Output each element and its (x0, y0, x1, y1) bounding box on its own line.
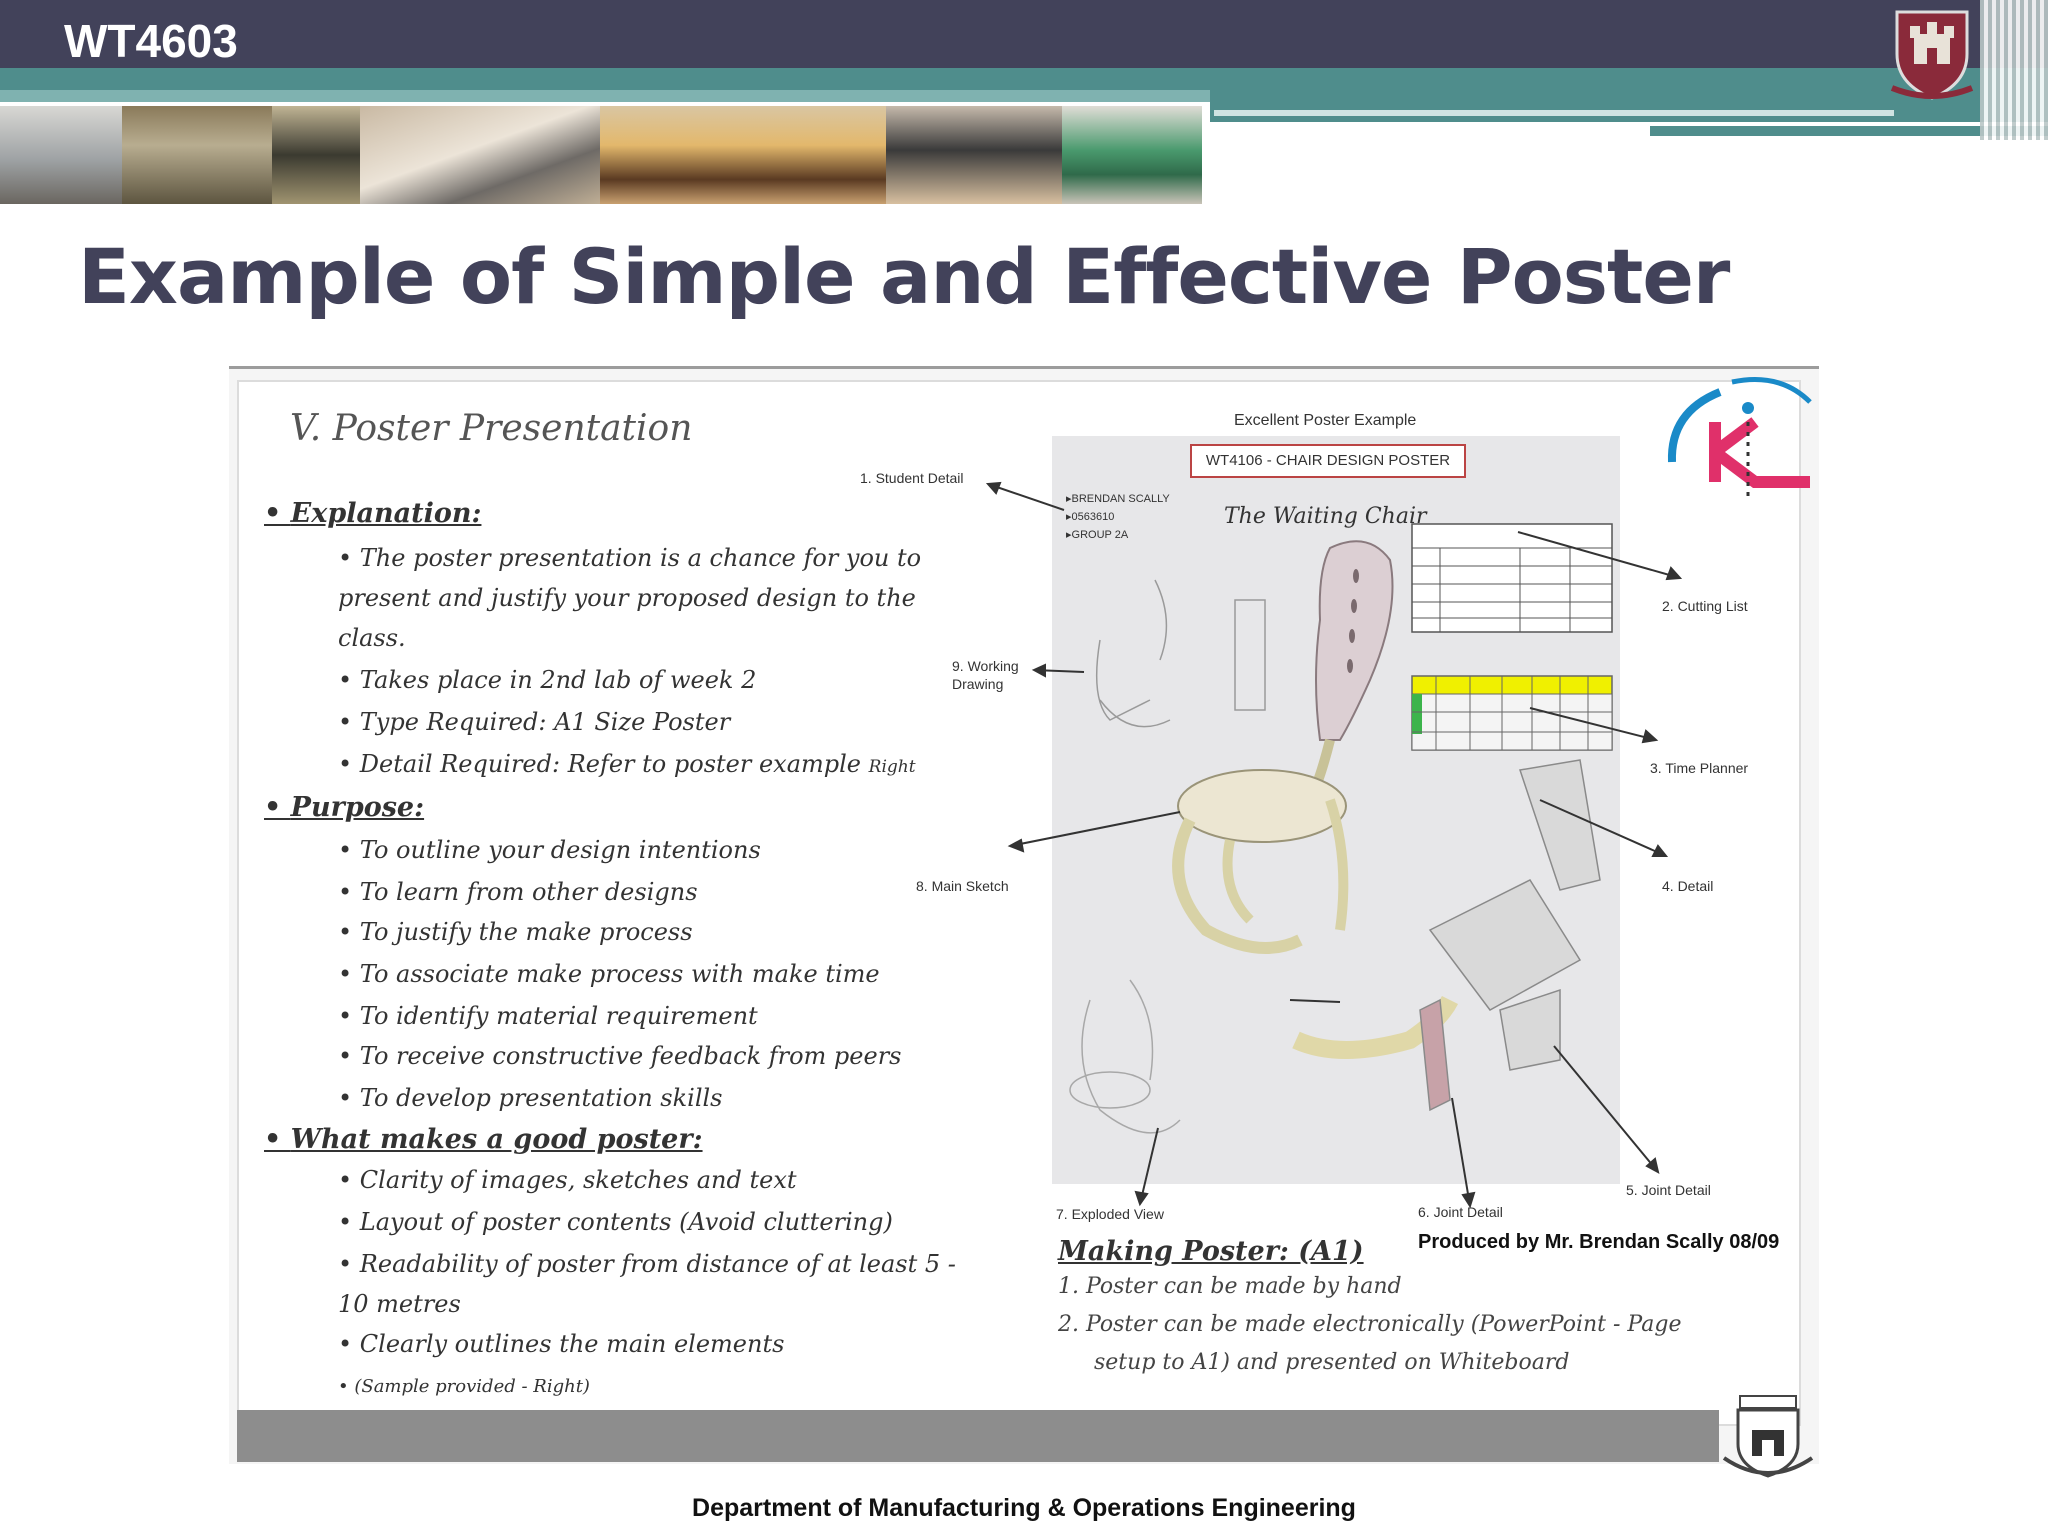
chair-title: The Waiting Chair (1224, 504, 1427, 529)
cutting-list-table (1411, 523, 1613, 633)
photo-table-saw (600, 106, 886, 204)
label-detail: 4. Detail (1662, 878, 1714, 894)
good-poster-item: • Clarity of images, sketches and text (338, 1166, 797, 1194)
header-stripe-highlight (1214, 110, 1894, 116)
making-item: setup to A1) and presented on Whiteboard (1094, 1350, 1570, 1375)
label-student-detail: 1. Student Detail (860, 470, 964, 486)
header-stripe-lower (1650, 126, 2048, 136)
explanation-heading: • Explanation: (264, 498, 482, 529)
explanation-item: • Detail Required: Refer to poster examp… (338, 750, 916, 778)
kl-logo-icon (1667, 377, 1812, 497)
time-planner-table (1411, 675, 1613, 751)
main-chair-sketch (1172, 540, 1459, 1059)
photo-planer (360, 106, 600, 204)
photo-drill-press (122, 106, 272, 204)
explanation-item: • The poster presentation is a chance fo… (338, 544, 922, 572)
label-exploded-view: 7. Exploded View (1056, 1206, 1164, 1222)
good-poster-heading: • What makes a good poster: (264, 1124, 703, 1155)
explanation-item: present and justify your proposed design… (338, 584, 916, 612)
good-poster-item: • Layout of poster contents (Avoid clutt… (338, 1208, 893, 1236)
making-poster-heading: Making Poster: (A1) (1058, 1236, 1364, 1267)
label-working-drawing: 9. Working (952, 658, 1019, 674)
workshop-photo-banner (0, 106, 1202, 204)
good-poster-item: • Readability of poster from distance of… (338, 1250, 956, 1278)
label-working-drawing: Drawing (952, 676, 1004, 692)
explanation-item: class. (338, 624, 406, 652)
produced-by: Produced by Mr. Brendan Scally 08/09 (1418, 1231, 1780, 1253)
exploded-view-sketch (1069, 979, 1181, 1134)
purpose-item: • To receive constructive feedback from … (338, 1042, 902, 1070)
explanation-item: • Takes place in 2nd lab of week 2 (338, 666, 757, 694)
embedded-slide-footer-bar (237, 1410, 1719, 1462)
label-time-planner: 3. Time Planner (1650, 760, 1749, 776)
university-crest-icon (1890, 10, 1974, 100)
good-poster-item: • (Sample provided - Right) (338, 1376, 590, 1397)
good-poster-item: 10 metres (338, 1290, 461, 1318)
purpose-item: • To associate make process with make ti… (338, 960, 880, 988)
photo-sander (886, 106, 1062, 204)
header-stripe-light (0, 90, 1210, 102)
course-code: WT4603 (64, 15, 238, 67)
detail-sketch (1419, 759, 1601, 1112)
frame-top-rule (229, 366, 1819, 369)
purpose-heading: • Purpose: (264, 792, 425, 823)
good-poster-item: • Clearly outlines the main elements (338, 1330, 785, 1358)
annotation-arrows (985, 481, 1683, 1209)
purpose-item: • To develop presentation skills (338, 1084, 723, 1112)
poster-example-caption: Excellent Poster Example (1234, 412, 1417, 429)
slide-title: Example of Simple and Effective Poster (78, 232, 1730, 321)
label-joint-detail: 6. Joint Detail (1418, 1204, 1503, 1220)
decorative-stripes (1980, 0, 2048, 140)
header-stripe (0, 68, 2048, 90)
purpose-item: • To outline your design intentions (338, 836, 761, 864)
explanation-item: • Type Required: A1 Size Poster (338, 708, 731, 736)
header-bar (0, 0, 2048, 68)
student-detail-line: ▸BRENDAN SCALLY (1066, 493, 1170, 505)
purpose-item: • To learn from other designs (338, 878, 698, 906)
purpose-item: • To identify material requirement (338, 1002, 758, 1030)
photo-mortiser (272, 106, 360, 204)
photo-bandsaw (0, 106, 122, 204)
making-item: 2. Poster can be made electronically (Po… (1058, 1312, 1682, 1337)
photo-router (1062, 106, 1202, 204)
working-drawing-sketch (1095, 579, 1266, 728)
making-item: 1. Poster can be made by hand (1058, 1274, 1402, 1299)
label-cutting-list: 2. Cutting List (1662, 598, 1748, 614)
department-footer: Department of Manufacturing & Operations… (692, 1494, 1356, 1522)
label-joint-detail: 5. Joint Detail (1626, 1182, 1711, 1198)
poster-title-box: WT4106 - CHAIR DESIGN POSTER (1190, 444, 1466, 478)
label-main-sketch: 8. Main Sketch (916, 878, 1009, 894)
poster-presentation-heading: V. Poster Presentation (290, 408, 693, 449)
university-crest-small-icon (1722, 1395, 1814, 1478)
purpose-item: • To justify the make process (338, 918, 693, 946)
student-detail-line: ▸0563610 (1066, 511, 1115, 523)
student-detail-line: ▸GROUP 2A (1066, 529, 1129, 541)
